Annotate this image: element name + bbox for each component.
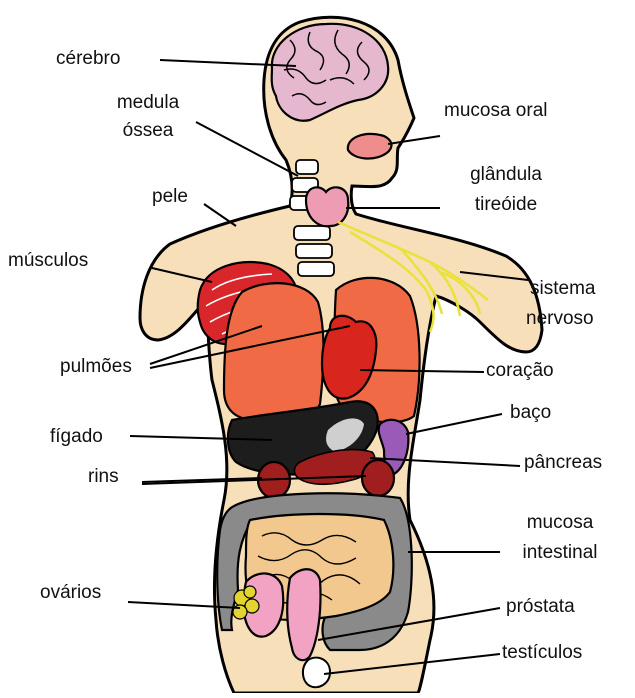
label-medula-ossea-line1: medula <box>100 92 196 114</box>
label-musculos: músculos <box>8 250 88 272</box>
label-testiculos: testículos <box>502 642 582 664</box>
testicle-shape <box>303 658 330 688</box>
label-coracao: coração <box>486 360 554 382</box>
thyroid-shape <box>306 187 348 226</box>
label-pancreas: pâncreas <box>524 452 602 474</box>
right-kidney <box>362 460 394 496</box>
label-glandula-tireoide-line1: glândula <box>446 164 566 186</box>
mouth-mucosa <box>348 134 392 159</box>
label-cerebro: cérebro <box>56 48 120 70</box>
label-pele: pele <box>152 186 188 208</box>
label-sistema-nervoso-line1: sistema <box>530 278 595 300</box>
label-rins: rins <box>88 466 119 488</box>
label-ovarios: ovários <box>40 582 101 604</box>
left-lung-shape <box>224 283 324 420</box>
label-prostata: próstata <box>506 596 575 618</box>
label-baco: baço <box>510 402 551 424</box>
label-glandula-tireoide-line2: tireóide <box>446 194 566 216</box>
label-pulmoes: pulmões <box>60 356 132 378</box>
label-mucosa-oral: mucosa oral <box>444 100 548 122</box>
label-sistema-nervoso-line2: nervoso <box>526 308 594 330</box>
label-medula-ossea-line2: óssea <box>100 120 196 142</box>
label-figado: fígado <box>50 426 103 448</box>
label-mucosa-intestinal-line1: mucosa <box>500 512 620 534</box>
label-mucosa-intestinal-line2: intestinal <box>500 542 620 564</box>
